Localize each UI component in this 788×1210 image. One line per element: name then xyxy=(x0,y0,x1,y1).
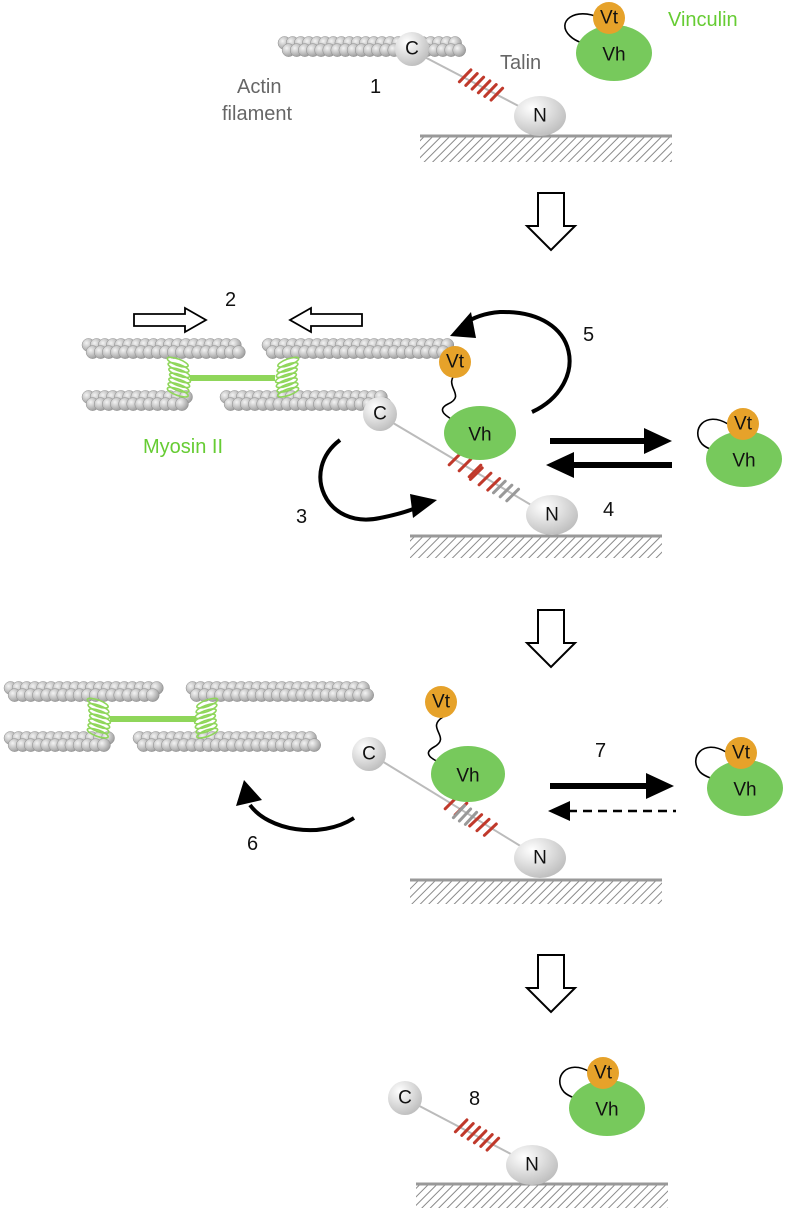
vt-domain xyxy=(425,686,457,718)
talin-coil xyxy=(457,68,505,102)
talin-n-terminus xyxy=(514,838,566,878)
vh-domain xyxy=(706,431,782,487)
panel-3: 6 C N Vh Vt 7 Vt Vh xyxy=(3,681,783,904)
vt-domain xyxy=(593,2,625,34)
talin-c-terminus xyxy=(363,397,397,431)
vh-label: Vh xyxy=(733,780,756,801)
talin-c-terminus xyxy=(388,1081,422,1115)
vh-label: Vh xyxy=(595,1100,618,1121)
vh-label: Vh xyxy=(732,451,755,472)
talin-n-terminus xyxy=(526,495,578,535)
curved-arrow-6 xyxy=(248,803,356,833)
actin-filament-bottom-right xyxy=(132,731,321,752)
curved-arrow-5 xyxy=(460,309,572,414)
step-4: 4 xyxy=(603,499,614,521)
vt-domain xyxy=(439,346,471,378)
membrane xyxy=(420,136,672,162)
dissociation-arrows xyxy=(548,773,676,821)
vh-label: Vh xyxy=(602,45,625,66)
vinculin-label: Vinculin xyxy=(668,9,738,31)
talin-label: Talin xyxy=(500,52,541,74)
c-label: C xyxy=(362,744,376,765)
c-label: C xyxy=(398,1088,412,1109)
n-label: N xyxy=(545,505,559,526)
actin-filament-top-left xyxy=(81,338,246,359)
vt-domain xyxy=(725,737,757,769)
vt-label: Vt xyxy=(734,414,753,435)
vh-domain xyxy=(576,25,652,81)
n-label: N xyxy=(533,848,547,869)
membrane xyxy=(410,536,662,558)
step-1: 1 xyxy=(370,76,381,98)
vh-domain xyxy=(569,1080,645,1136)
vh-label: Vh xyxy=(468,425,491,446)
vt-label: Vt xyxy=(732,743,751,764)
myosin-label: Myosin II xyxy=(143,436,223,458)
panel-4: C N 8 Vt Vh xyxy=(388,1057,668,1208)
membrane xyxy=(416,1184,668,1208)
c-label: C xyxy=(405,39,419,60)
vt-label: Vt xyxy=(600,8,619,29)
talin-c-terminus xyxy=(395,32,429,66)
step-2: 2 xyxy=(225,289,236,311)
membrane xyxy=(410,880,662,904)
actin-filament xyxy=(277,36,466,57)
myosin-ii xyxy=(166,356,300,398)
down-arrow-2 xyxy=(524,609,578,669)
down-arrow-3 xyxy=(524,954,578,1014)
down-arrow-1 xyxy=(524,192,578,252)
vh-label: Vh xyxy=(456,766,479,787)
talin-n-terminus xyxy=(514,96,566,136)
talin-coil xyxy=(453,1118,501,1152)
curved-arrow-3 xyxy=(318,438,421,522)
talin-coil-unfolded xyxy=(447,451,483,479)
step-5: 5 xyxy=(583,324,594,346)
n-label: N xyxy=(533,106,547,127)
panel-1: C N Actin filament Talin 1 Vt Vh Vinculi… xyxy=(222,2,738,162)
talin-rod xyxy=(414,51,531,113)
vh-domain xyxy=(707,760,783,816)
talin-n-terminus xyxy=(506,1145,558,1185)
step-7: 7 xyxy=(595,740,606,762)
actin-filament-top-right xyxy=(261,338,455,359)
c-label: C xyxy=(373,404,387,425)
step-3: 3 xyxy=(296,506,307,528)
hollow-arrow-right xyxy=(133,306,208,334)
panel-2: 2 Myosin II C N Vh Vt 5 xyxy=(81,289,782,558)
step-8: 8 xyxy=(469,1088,480,1110)
vt-label: Vt xyxy=(446,352,465,373)
curved-arrow-6-head xyxy=(236,780,262,806)
actin-filament-bottom-left xyxy=(81,390,193,411)
filament-label: filament xyxy=(222,103,292,125)
vt-label: Vt xyxy=(594,1063,613,1084)
step-6: 6 xyxy=(247,833,258,855)
actin-label: Actin xyxy=(237,76,281,98)
curved-arrow-5-head xyxy=(450,312,476,338)
talin-coil-red xyxy=(468,466,502,492)
vh-domain xyxy=(431,746,505,802)
n-label: N xyxy=(525,1155,539,1176)
talin-coil-grey xyxy=(492,479,520,503)
vh-domain xyxy=(444,406,516,460)
actin-filament-top-left xyxy=(3,681,164,702)
vt-label: Vt xyxy=(432,692,451,713)
talin-rod xyxy=(371,754,541,859)
talin-coil-red-b xyxy=(468,813,498,837)
vt-domain xyxy=(587,1057,619,1089)
talin-c-terminus xyxy=(352,737,386,771)
talin-coil-grey-a xyxy=(451,804,479,826)
talin-rod xyxy=(407,1099,531,1165)
myosin-ii xyxy=(86,697,219,739)
vt-domain xyxy=(727,408,759,440)
actin-filament-bottom-left xyxy=(3,731,115,752)
curved-arrow-3-head xyxy=(410,494,437,518)
equilibrium-arrows xyxy=(546,428,672,478)
hollow-arrow-left xyxy=(288,306,363,334)
